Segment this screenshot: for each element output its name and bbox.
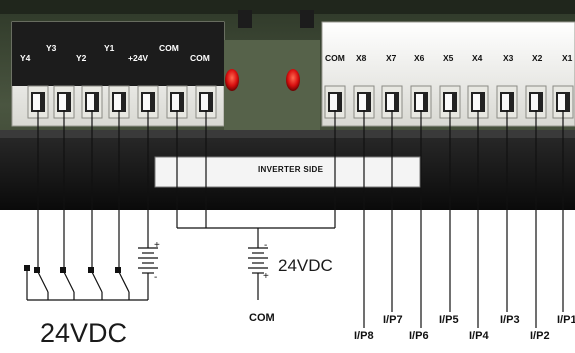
terminal-label-x8: X8 — [356, 53, 367, 63]
input-label-ip4: I/P4 — [469, 330, 489, 342]
led-right — [286, 69, 300, 91]
right-terminal-screw — [552, 85, 574, 119]
terminal-label-com: COM — [325, 53, 345, 63]
switch-blade — [37, 271, 49, 293]
inverter-side-label: INVERTER SIDE — [258, 165, 324, 174]
output-supply-label: 24VDC — [40, 318, 128, 348]
terminal-label-y4: Y4 — [20, 53, 31, 63]
switch-contact — [34, 267, 40, 273]
right-terminal-screw — [324, 85, 346, 119]
battery-left-plus: + — [154, 240, 160, 251]
inverter-side-strip — [154, 156, 421, 188]
input-label-ip2: I/P2 — [530, 330, 550, 342]
right-terminal-screw — [381, 85, 403, 119]
switch-contact — [115, 267, 121, 273]
terminal-label-y3: Y3 — [46, 43, 57, 53]
right-terminal-screw — [496, 85, 518, 119]
input-supply-label: 24VDC — [278, 256, 333, 275]
right-terminal-screw — [410, 85, 432, 119]
terminal-label-com-6: COM — [190, 53, 210, 63]
terminal-board-photo — [0, 0, 575, 210]
switch-contact — [88, 267, 94, 273]
terminal-label-x4: X4 — [472, 53, 483, 63]
switch-blade — [63, 271, 75, 293]
switch-blade — [91, 271, 103, 293]
right-terminal-screw — [439, 85, 461, 119]
terminal-label-24v: +24V — [128, 53, 149, 63]
terminal-label-y2: Y2 — [76, 53, 87, 63]
terminal-label-y1: Y1 — [104, 43, 115, 53]
terminal-label-x7: X7 — [386, 53, 397, 63]
input-label-ip6: I/P6 — [409, 330, 429, 342]
input-label-ip3: I/P3 — [500, 314, 520, 326]
terminal-label-x1: X1 — [562, 53, 573, 63]
right-terminal-screw — [525, 85, 547, 119]
left-terminal-screw — [27, 85, 49, 119]
battery-center-plus: + — [263, 271, 269, 282]
right-terminal-screw — [353, 85, 375, 119]
battery-center-minus: - — [264, 240, 268, 251]
terminal-label-x5: X5 — [443, 53, 454, 63]
left-terminal-screw — [108, 85, 130, 119]
left-terminal-top — [12, 22, 224, 86]
terminal-label-x3: X3 — [503, 53, 514, 63]
battery-left-minus: - — [154, 272, 158, 283]
left-terminal-screw — [53, 85, 75, 119]
input-label-ip1: I/P1 — [557, 314, 575, 326]
right-terminal-screw — [467, 85, 489, 119]
switch-blade — [118, 271, 130, 293]
left-terminal-screw — [81, 85, 103, 119]
input-label-ip5: I/P5 — [439, 314, 459, 326]
input-label-ip7: I/P7 — [383, 314, 403, 326]
switch-contact — [60, 267, 66, 273]
led-left — [225, 69, 239, 91]
terminal-label-x2: X2 — [532, 53, 543, 63]
left-terminal-screw — [137, 85, 159, 119]
terminal-label-x6: X6 — [414, 53, 425, 63]
com-label: COM — [249, 312, 275, 324]
input-label-ip8: I/P8 — [354, 330, 374, 342]
switch-contact — [24, 265, 30, 271]
terminal-label-com-5: COM — [159, 43, 179, 53]
left-terminal-screw — [195, 85, 217, 119]
